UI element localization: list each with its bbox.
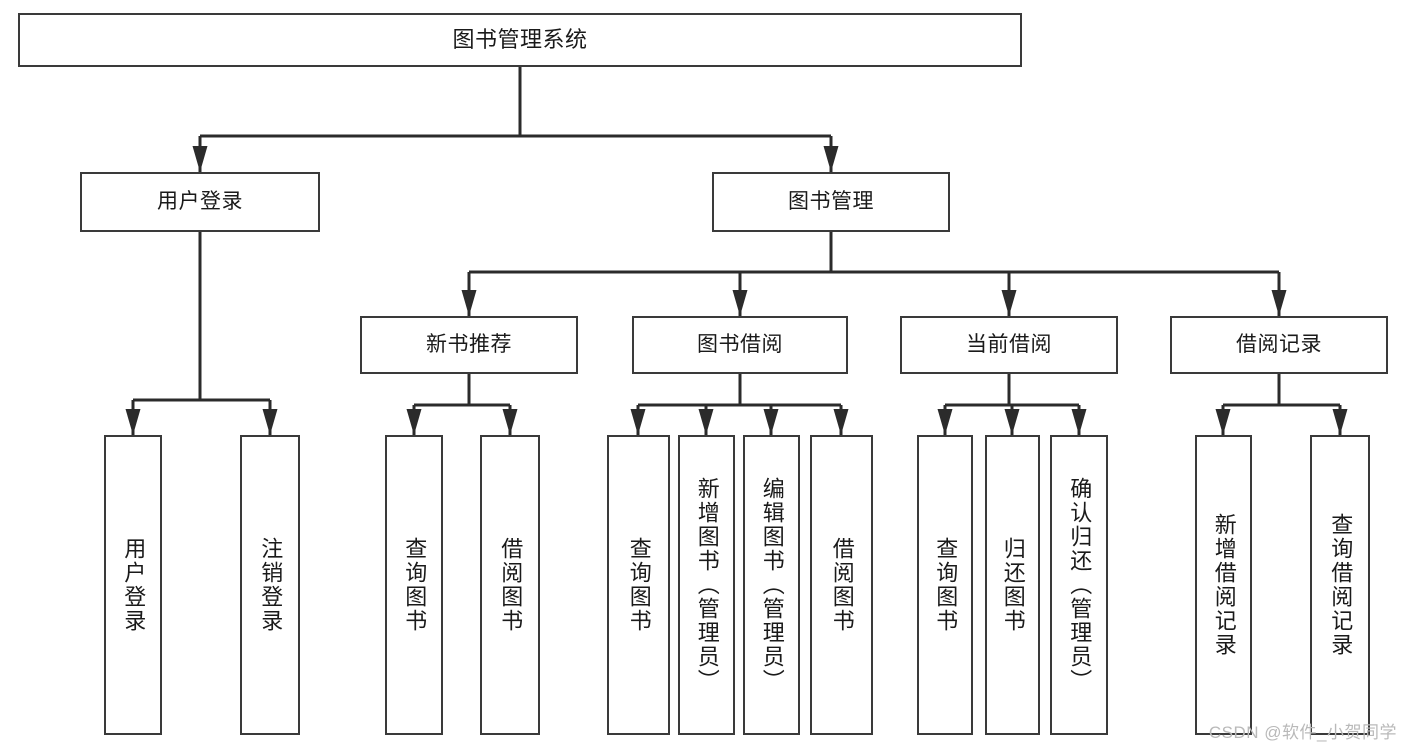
node-label: 借阅记录 — [1236, 333, 1322, 357]
node-label: 查询图书 — [402, 537, 428, 633]
node-label: 查询借阅记录 — [1328, 513, 1354, 657]
node-leaf-logout[interactable]: 注销登录 — [240, 435, 300, 735]
node-label: 查询图书 — [933, 537, 959, 633]
node-book-manage[interactable]: 图书管理 — [712, 172, 950, 232]
node-leaf-query-record[interactable]: 查询借阅记录 — [1310, 435, 1370, 735]
node-label: 查询图书 — [626, 537, 652, 633]
node-label: 图书管理 — [788, 190, 874, 214]
node-label: 新增借阅记录 — [1211, 513, 1237, 657]
node-user-login[interactable]: 用户登录 — [80, 172, 320, 232]
node-leaf-query-book-2[interactable]: 查询图书 — [607, 435, 670, 735]
node-current-borrow[interactable]: 当前借阅 — [900, 316, 1118, 374]
node-label: 当前借阅 — [966, 333, 1052, 357]
node-label: 用户登录 — [157, 190, 243, 214]
node-leaf-confirm-return[interactable]: 确认归还（管理员） — [1050, 435, 1108, 735]
node-label: 新书推荐 — [426, 333, 512, 357]
node-label: 新增图书（管理员） — [694, 477, 720, 693]
node-label: 编辑图书（管理员） — [759, 477, 785, 693]
node-label: 归还图书 — [1000, 537, 1026, 633]
node-label: 借阅图书 — [498, 537, 524, 633]
node-label: 图书借阅 — [697, 333, 783, 357]
node-label: 用户登录 — [121, 537, 147, 633]
node-leaf-edit-book[interactable]: 编辑图书（管理员） — [743, 435, 800, 735]
watermark-text: CSDN @软件_小贺同学 — [1208, 723, 1397, 742]
node-leaf-return-book[interactable]: 归还图书 — [985, 435, 1040, 735]
node-new-book-recommend[interactable]: 新书推荐 — [360, 316, 578, 374]
node-label: 确认归还（管理员） — [1067, 477, 1093, 693]
node-leaf-add-record[interactable]: 新增借阅记录 — [1195, 435, 1252, 735]
node-leaf-add-book[interactable]: 新增图书（管理员） — [678, 435, 735, 735]
node-label: 借阅图书 — [829, 537, 855, 633]
node-leaf-borrow-book-1[interactable]: 借阅图书 — [480, 435, 540, 735]
node-book-borrow[interactable]: 图书借阅 — [632, 316, 848, 374]
node-leaf-user-login[interactable]: 用户登录 — [104, 435, 162, 735]
node-borrow-record[interactable]: 借阅记录 — [1170, 316, 1388, 374]
node-label: 注销登录 — [258, 537, 284, 633]
node-leaf-query-book-3[interactable]: 查询图书 — [917, 435, 973, 735]
node-label: 图书管理系统 — [452, 26, 588, 52]
node-root-system[interactable]: 图书管理系统 — [18, 13, 1022, 67]
node-leaf-query-book-1[interactable]: 查询图书 — [385, 435, 443, 735]
node-leaf-borrow-book-2[interactable]: 借阅图书 — [810, 435, 873, 735]
